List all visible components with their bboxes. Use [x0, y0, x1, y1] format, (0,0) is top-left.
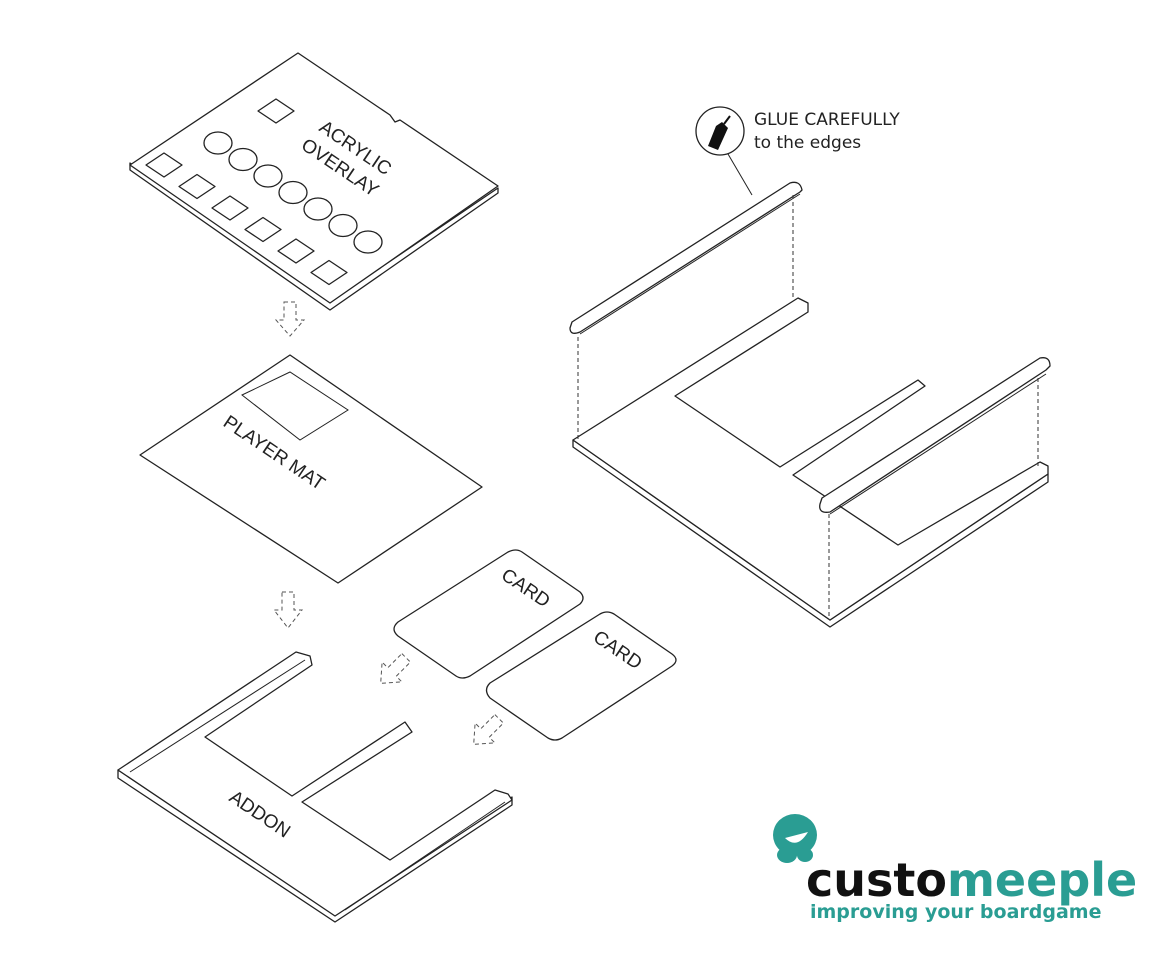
glue-text-line1: GLUE CAREFULLY — [754, 110, 900, 130]
meeple-mascot-icon — [773, 814, 817, 856]
glue-text-line2: to the edges — [754, 133, 861, 153]
glue-tube-shape — [708, 122, 728, 150]
round-hole — [353, 230, 383, 254]
round-hole — [328, 213, 358, 238]
round-hole — [253, 164, 283, 188]
addon-tray: ADDON — [117, 651, 513, 923]
addon-assembled-exploded — [569, 181, 1051, 628]
round-hole — [228, 147, 258, 172]
square-hole — [211, 195, 249, 221]
player-mat: PLAYER MAT — [139, 354, 483, 584]
diagonal-arrow-icon — [380, 652, 412, 684]
customeeple-logo: customeeple improving your boardgame — [773, 814, 1137, 923]
square-hole — [244, 216, 282, 243]
diagonal-arrow-icon — [473, 713, 505, 745]
round-hole — [203, 131, 233, 155]
logo-name-teal: meeple — [947, 853, 1137, 907]
down-arrow-icon — [272, 591, 304, 629]
round-hole — [303, 197, 333, 221]
down-arrow-icon — [274, 301, 306, 337]
square-hole — [145, 152, 183, 178]
square-hole — [178, 173, 216, 200]
acrylic-overlay: ACRYLIC OVERLAY — [129, 52, 499, 311]
card-2: CARD — [485, 611, 677, 741]
square-hole — [257, 98, 295, 124]
logo-name-dark: custo — [806, 853, 947, 907]
round-hole — [278, 180, 308, 205]
square-hole — [310, 259, 348, 286]
card-1: CARD — [393, 549, 584, 679]
svg-text:customeeple: customeeple — [806, 853, 1137, 907]
logo-tagline: improving your boardgame — [810, 901, 1101, 923]
glue-callout: GLUE CAREFULLY to the edges — [695, 106, 900, 196]
square-hole — [277, 238, 315, 264]
